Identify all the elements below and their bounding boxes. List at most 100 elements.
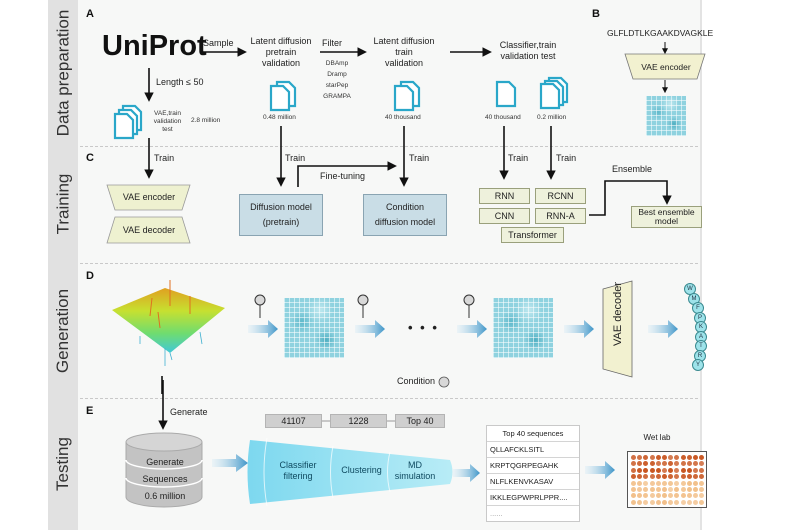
train-set-size: 40 thousand <box>385 114 421 122</box>
pretrain-set-label: Latent diffusion pretrain validation <box>246 36 316 69</box>
plate-well <box>650 468 655 473</box>
section-label-text: Testing <box>53 437 73 491</box>
example-encoder-label: VAE encoder <box>633 54 699 80</box>
plate-well <box>687 468 692 473</box>
classifier-size-a: 40 thousand <box>485 114 521 122</box>
plate-well <box>693 474 698 479</box>
plate-well <box>693 481 698 486</box>
table-row: NLFLKENVKASAV <box>487 474 579 490</box>
panel-label-d: D <box>86 270 94 282</box>
plate-well <box>693 500 698 505</box>
plate-well <box>656 500 661 505</box>
plate-well <box>631 461 636 466</box>
well-plate <box>627 451 707 508</box>
plate-well <box>681 487 686 492</box>
label-line: diffusion model <box>375 217 435 228</box>
plate-well <box>637 474 642 479</box>
plate-well <box>681 461 686 466</box>
train-label: Train <box>556 153 576 164</box>
label-line: train <box>369 47 439 58</box>
panel-label-c: C <box>86 152 94 164</box>
classifier-transformer: Transformer <box>501 227 564 243</box>
plate-well <box>693 493 698 498</box>
plate-well <box>668 461 673 466</box>
plate-well <box>662 487 667 492</box>
plate-well <box>674 474 679 479</box>
label-line: Latent diffusion <box>246 36 316 47</box>
panel-label-e: E <box>86 405 93 417</box>
classifier-size-b: 0.2 million <box>537 114 566 122</box>
label-line: Condition <box>386 202 424 213</box>
condition-diffusion-block: Condition diffusion model <box>363 194 447 236</box>
plate-well <box>656 474 661 479</box>
latent-grid-image <box>646 96 686 136</box>
plate-well <box>637 455 642 460</box>
ellipsis: • • • <box>408 320 439 335</box>
label-line: simulation <box>390 471 440 482</box>
ensemble-label: Ensemble <box>612 164 652 175</box>
plate-well <box>631 487 636 492</box>
label-line: MD <box>390 460 440 471</box>
plate-well <box>637 487 642 492</box>
classifier-set-label: Classifier,train validation test <box>493 40 563 62</box>
label-line: filtering <box>268 471 328 482</box>
classifier-rnn: RNN <box>479 188 530 204</box>
length-filter-label: Length ≤ 50 <box>156 77 203 88</box>
sample-label: Sample <box>203 38 234 49</box>
train-label: Train <box>285 153 305 164</box>
plate-well <box>662 500 667 505</box>
diffusion-pretrain-block: Diffusion model (pretrain) <box>239 194 323 236</box>
vae-set-size: 2.8 million <box>191 117 220 125</box>
panel-label-b: B <box>592 8 600 20</box>
latent-grid-image <box>493 298 553 358</box>
table-header: Top 40 sequences <box>487 426 579 442</box>
wet-lab-label: Wet lab <box>627 432 687 443</box>
noise-surface-plot <box>110 278 230 378</box>
plate-well <box>662 468 667 473</box>
label-line: Latent diffusion <box>369 36 439 47</box>
plate-well <box>643 474 648 479</box>
example-sequence: GLFLDTLKGAAKDVAGKLE <box>607 28 713 39</box>
section-divider <box>80 263 698 264</box>
label-line: validation <box>246 58 316 69</box>
plate-well <box>662 455 667 460</box>
plate-well <box>650 474 655 479</box>
plate-well <box>643 493 648 498</box>
label-line: model <box>655 217 678 226</box>
vae-set-label: VAE,train validation test <box>150 110 185 134</box>
plate-well <box>631 493 636 498</box>
plate-well <box>699 500 704 505</box>
plate-well <box>674 468 679 473</box>
section-label-generation: Generation <box>48 263 78 398</box>
train-label: Train <box>409 153 429 164</box>
plate-well <box>643 455 648 460</box>
vae-decoder-block: VAE decoder <box>107 217 191 243</box>
database-line: 0.6 million <box>125 491 205 502</box>
panel-label-a: A <box>86 8 94 20</box>
label-line: pretrain <box>246 47 316 58</box>
plate-well <box>643 487 648 492</box>
label-line: test <box>150 126 185 134</box>
filter-source-dbamp: DBAmp <box>322 60 352 68</box>
section-label-data-preparation: Data preparation <box>48 0 78 145</box>
database-line: Sequences <box>125 474 205 485</box>
peptide-chain: WMFPKATRY <box>684 283 714 373</box>
plate-well <box>643 481 648 486</box>
stage-clustering: Clustering <box>334 465 389 476</box>
plate-well <box>662 474 667 479</box>
plate-well <box>681 474 686 479</box>
plate-well <box>662 481 667 486</box>
vae-decoder-label: VAE decoder <box>612 310 624 346</box>
best-ensemble-model: Best ensemble model <box>631 206 702 228</box>
plate-well <box>693 468 698 473</box>
plate-well <box>693 455 698 460</box>
document-stack-icon <box>111 104 147 140</box>
plate-well <box>643 468 648 473</box>
plate-well <box>693 487 698 492</box>
document-pair-icon <box>268 80 298 112</box>
classifier-cnn: CNN <box>479 208 530 224</box>
label-line: Classifier,train <box>493 40 563 51</box>
filter-source-grampa: GRAMPA <box>322 93 352 101</box>
plate-well <box>668 474 673 479</box>
plate-well <box>681 500 686 505</box>
